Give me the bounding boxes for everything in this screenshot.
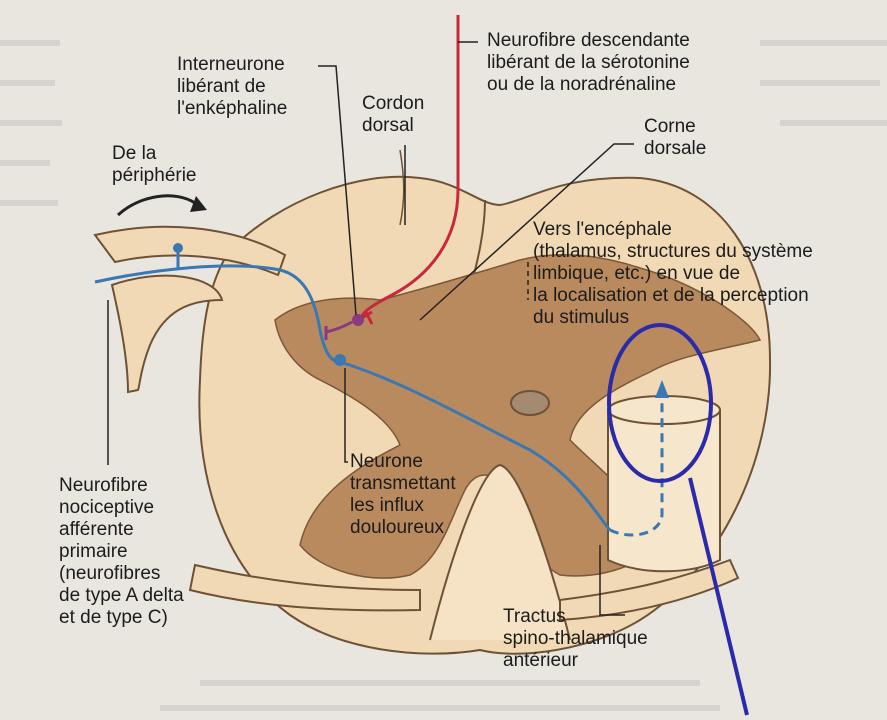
label-neurofibre-descendante: Neurofibre descendante libérant de la sé… [487,30,690,96]
label-peripherie: De la périphérie [112,143,197,187]
label-tractus: Tractus spino-thalamique antérieur [503,606,648,672]
interneuron-soma [352,314,364,326]
label-corne-dorsale: Corne dorsale [644,116,706,160]
label-neurofibre-nociceptive: Neurofibre nociceptive afférente primair… [59,475,184,629]
label-vers-encephale: Vers l'encéphale (thalamus, structures d… [533,219,813,329]
central-canal [511,391,549,415]
label-interneurone: Interneurone libérant de l'enképhaline [177,54,287,120]
spinothalamic-tract [608,410,720,571]
afferent-soma [173,243,183,253]
label-cordon-dorsal: Cordon dorsal [362,93,424,137]
spinothalamic-tract-top [608,396,720,424]
label-neurone-transmettant: Neurone transmettant les influx douloure… [350,451,456,539]
